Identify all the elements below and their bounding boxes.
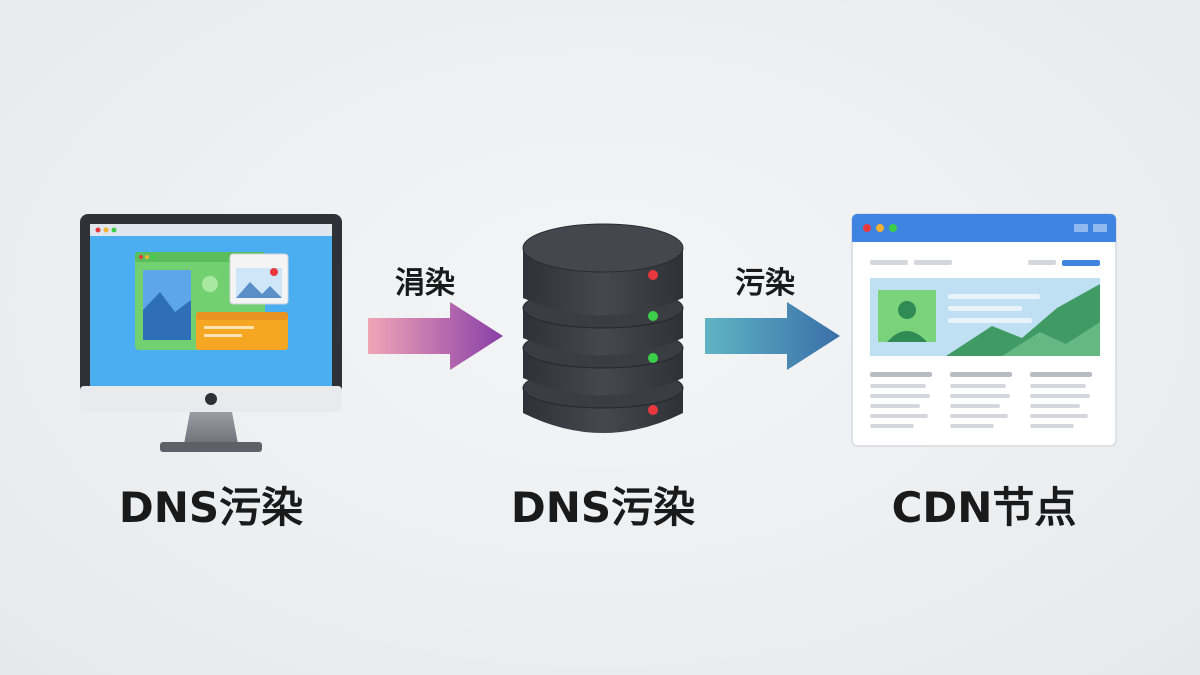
browser-window-icon: [851, 213, 1117, 447]
edge-label-dns-to-cdn: 污染: [735, 266, 795, 301]
flow-arrow-dns-to-cdn: [705, 302, 840, 370]
edge-label-client-to-dns: 涓染: [395, 266, 455, 301]
node-label-client: DNS污染: [118, 483, 304, 532]
desktop-monitor-icon: [80, 214, 342, 452]
server-stack-icon: [522, 223, 684, 433]
node-label-cdn: CDN节点: [891, 483, 1077, 532]
flow-arrow-client-to-dns: [368, 302, 503, 370]
node-label-dns: DNS污染: [510, 483, 696, 532]
